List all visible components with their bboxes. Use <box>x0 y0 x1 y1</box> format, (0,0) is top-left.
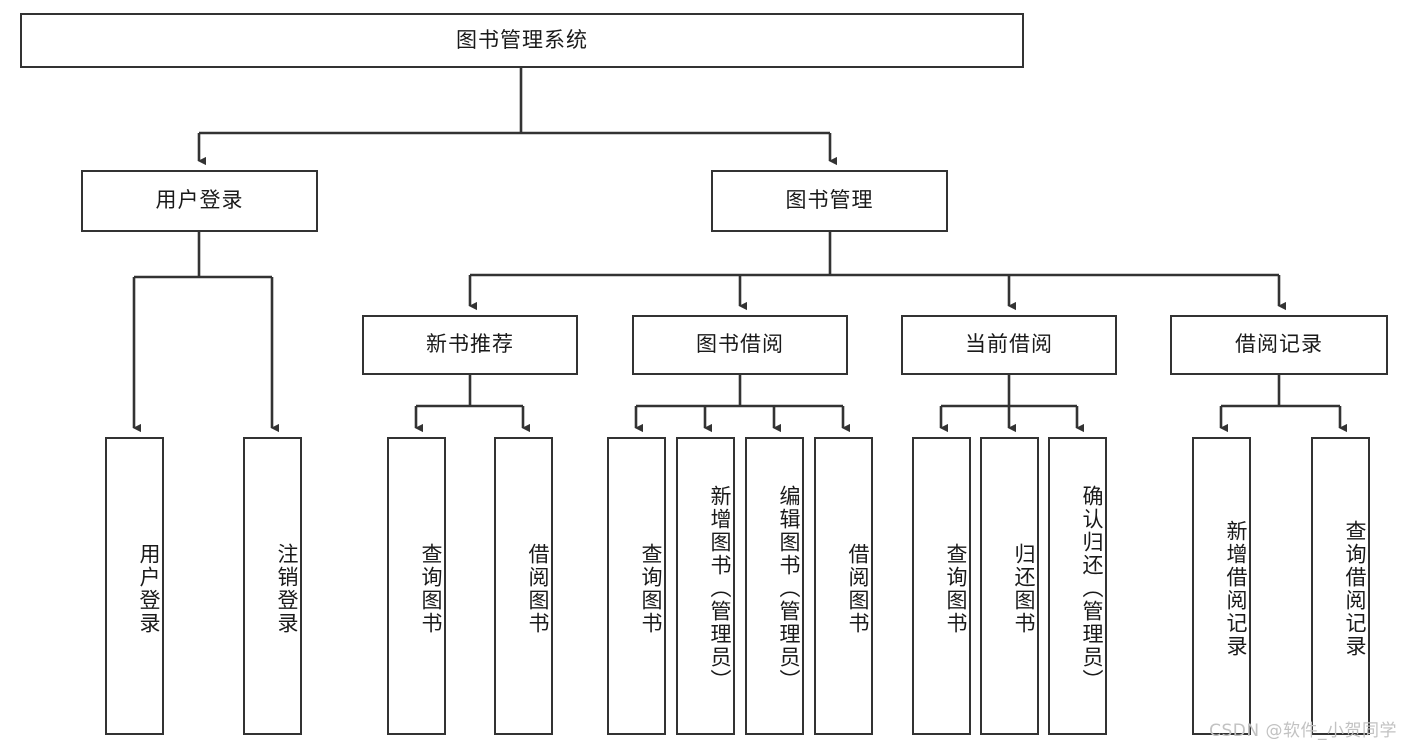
node-current-borrow[interactable]: 当前借阅 <box>901 315 1117 375</box>
node-leaf-edit-book[interactable]: 编辑图书（管理员） <box>745 437 804 735</box>
node-new-book-recommend[interactable]: 新书推荐 <box>362 315 578 375</box>
node-leaf-query-book-recommend[interactable]: 查询图书 <box>387 437 446 735</box>
node-leaf-add-borrow-record[interactable]: 新增借阅记录 <box>1192 437 1251 735</box>
node-leaf-query-book-current[interactable]: 查询图书 <box>912 437 971 735</box>
node-leaf-add-book[interactable]: 新增图书（管理员） <box>676 437 735 735</box>
node-leaf-borrow-book-borrow[interactable]: 借阅图书 <box>814 437 873 735</box>
node-leaf-borrow-book-recommend[interactable]: 借阅图书 <box>494 437 553 735</box>
node-book-borrow[interactable]: 图书借阅 <box>632 315 848 375</box>
node-leaf-user-login[interactable]: 用户登录 <box>105 437 164 735</box>
node-book-management[interactable]: 图书管理 <box>711 170 948 232</box>
node-leaf-return-book[interactable]: 归还图书 <box>980 437 1039 735</box>
node-leaf-confirm-return[interactable]: 确认归还（管理员） <box>1048 437 1107 735</box>
node-user-login[interactable]: 用户登录 <box>81 170 318 232</box>
node-leaf-logout-login[interactable]: 注销登录 <box>243 437 302 735</box>
node-leaf-query-borrow-record[interactable]: 查询借阅记录 <box>1311 437 1370 735</box>
node-borrow-record[interactable]: 借阅记录 <box>1170 315 1388 375</box>
csdn-watermark: CSDN @软件_小贺同学 <box>1209 721 1397 741</box>
node-leaf-query-book-borrow[interactable]: 查询图书 <box>607 437 666 735</box>
node-root-system[interactable]: 图书管理系统 <box>20 13 1024 68</box>
